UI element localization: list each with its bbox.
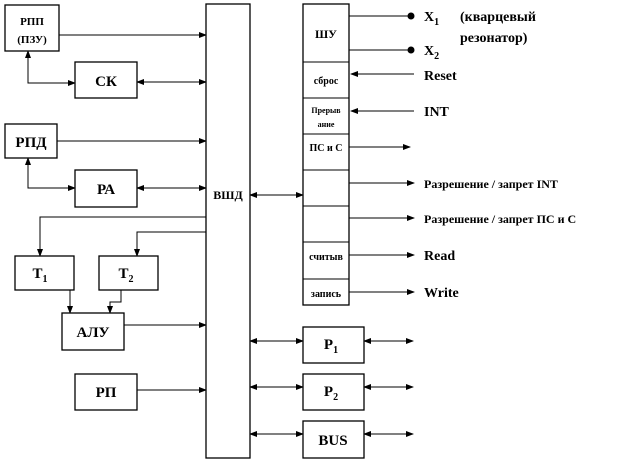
block-vshd: ВШД [205, 3, 251, 459]
control-column: ШУ сброс Прерыв ание ПС и С считыв запис… [302, 3, 350, 306]
write-cell-label: запись [311, 289, 342, 300]
signal-labels: X1 X2 (кварцевый резонатор) Reset INT Ра… [424, 10, 576, 301]
block-alu: АЛУ [61, 312, 125, 351]
p1-label: Р1 [324, 337, 338, 356]
block-bus: BUS [302, 420, 365, 459]
block-t1: Т1 [14, 255, 75, 291]
x1-terminal [407, 12, 415, 20]
write-label: Write [424, 286, 459, 301]
alu-label: АЛУ [76, 325, 109, 341]
block-t2: Т2 [98, 255, 159, 291]
block-rpd: РПД [4, 123, 58, 159]
enable-ps-c-label: Разрешение / запрет ПС и С [424, 212, 576, 226]
t1-label: Т1 [32, 266, 47, 285]
block-rp: РП [74, 373, 138, 411]
bus-to-t2-arrow [134, 231, 206, 257]
ra-label: РА [97, 182, 115, 198]
rpd-ra-link [25, 157, 76, 191]
block-rpp: РПП (ПЗУ) [4, 4, 60, 52]
vshd-label: ВШД [213, 188, 243, 202]
x2-label: X2 [424, 44, 439, 62]
interrupt-cell-label-bottom: ание [318, 120, 335, 129]
block-p2: Р2 [302, 373, 365, 411]
rp-label: РП [96, 385, 117, 401]
block-ra: РА [74, 169, 138, 208]
x2-terminal [407, 46, 415, 54]
p2-label: Р2 [324, 384, 338, 403]
read-label: Read [424, 249, 455, 264]
rpp-label-top: РПП [20, 16, 44, 28]
read-cell-label: считыв [309, 252, 343, 263]
rpp-sk-link [25, 50, 76, 86]
bus-to-t1-arrow [37, 216, 206, 257]
reset-cell-label: сброс [314, 76, 339, 87]
bus-label: BUS [318, 433, 347, 449]
x1-label: X1 [424, 10, 439, 28]
rpp-label-bottom: (ПЗУ) [17, 34, 47, 46]
t2-label: Т2 [118, 266, 133, 285]
crystal-label-bottom: резонатор) [460, 31, 528, 46]
shu-label: ШУ [315, 27, 337, 41]
ps-c-cell-label: ПС и С [310, 143, 343, 154]
int-label: INT [424, 105, 450, 120]
block-sk: СК [74, 61, 138, 99]
reset-label: Reset [424, 69, 457, 84]
enable-int-label: Разрешение / запрет INT [424, 177, 558, 191]
connections [25, 12, 415, 437]
interrupt-cell-label-top: Прерыв [311, 106, 341, 115]
sk-label: СК [95, 74, 117, 90]
t2-to-alu-arrow [107, 290, 122, 314]
crystal-label-top: (кварцевый [460, 10, 536, 25]
block-p1: Р1 [302, 326, 365, 364]
rpd-label: РПД [15, 135, 47, 151]
